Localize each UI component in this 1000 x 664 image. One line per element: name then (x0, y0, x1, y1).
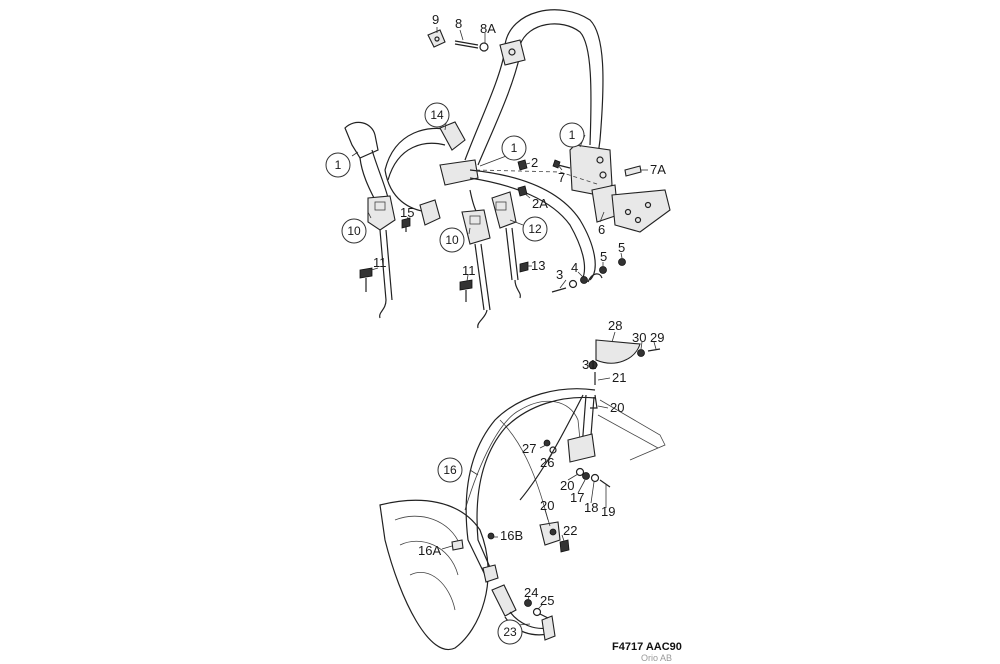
part-label-l15: 15 (400, 205, 414, 220)
part-label-l3: 3 (556, 267, 563, 282)
callout-number: 1 (335, 158, 342, 172)
part-label-l5a: 5 (618, 240, 625, 255)
callout-ring (497, 619, 523, 645)
part-label-l20c: 20 (540, 498, 554, 513)
part-label-l20b: 20 (560, 478, 574, 493)
part-label-l7: 7 (558, 170, 565, 185)
part-label-l9: 9 (432, 12, 439, 27)
callout-ring (559, 122, 585, 148)
callout-number: 14 (430, 108, 444, 122)
part-label-l5b: 5 (600, 249, 607, 264)
callout-ring (341, 218, 367, 244)
part-label-l25: 25 (540, 593, 554, 608)
part-label-l18: 18 (584, 500, 598, 515)
callout-circle-c1b: 1 (501, 135, 527, 161)
maker-mark: Orio AB (641, 653, 672, 663)
callout-number: 23 (503, 625, 517, 639)
callout-ring (439, 227, 465, 253)
part-label-l19: 19 (601, 504, 615, 519)
part-label-l7A: 7A (650, 162, 666, 177)
upper-belt-assembly (344, 9, 671, 329)
callout-number: 12 (528, 222, 542, 236)
callout-circle-c23: 23 (497, 619, 523, 645)
part-label-l4: 4 (571, 260, 578, 275)
part-label-l17: 17 (570, 490, 584, 505)
callout-circle-c12: 12 (522, 216, 548, 242)
callout-circle-c16: 16 (437, 457, 463, 483)
part-label-l8: 8 (455, 16, 462, 31)
callout-circle-c1a: 1 (325, 152, 351, 178)
part-label-l22: 22 (563, 523, 577, 538)
callout-number: 1 (569, 128, 576, 142)
part-label-l16A: 16A (418, 543, 441, 558)
part-label-l31: 31 (582, 357, 596, 372)
part-label-l27: 27 (522, 441, 536, 456)
callout-ring (522, 216, 548, 242)
part-label-l6: 6 (598, 222, 605, 237)
callout-ring (437, 457, 463, 483)
part-label-l13: 13 (531, 258, 545, 273)
callout-number: 10 (445, 233, 459, 247)
lower-belt-assembly (379, 339, 666, 651)
callout-ring (424, 102, 450, 128)
part-label-l24: 24 (524, 585, 538, 600)
callout-circle-c10b: 10 (439, 227, 465, 253)
lower-leaders (441, 331, 657, 626)
part-label-l21: 21 (612, 370, 626, 385)
part-label-l2: 2 (531, 155, 538, 170)
part-label-l16B: 16B (500, 528, 523, 543)
part-label-l28: 28 (608, 318, 622, 333)
callout-circle-c1c: 1 (559, 122, 585, 148)
callout-number: 16 (443, 463, 457, 477)
part-label-l20a: 20 (610, 400, 624, 415)
callout-circle-c14: 14 (424, 102, 450, 128)
callout-number: 1 (511, 141, 518, 155)
part-label-l11b: 11 (462, 263, 476, 278)
callout-ring (325, 152, 351, 178)
callout-number: 10 (347, 224, 361, 238)
part-label-l8A: 8A (480, 21, 496, 36)
callout-circle-c10a: 10 (341, 218, 367, 244)
part-label-l11a: 11 (373, 255, 387, 270)
part-label-l26: 26 (540, 455, 554, 470)
part-label-l2A: 2A (532, 196, 548, 211)
callout-ring (501, 135, 527, 161)
reference-code: F4717 AAC90 (612, 641, 682, 653)
part-label-l30: 30 (632, 330, 646, 345)
part-label-l29: 29 (650, 330, 664, 345)
